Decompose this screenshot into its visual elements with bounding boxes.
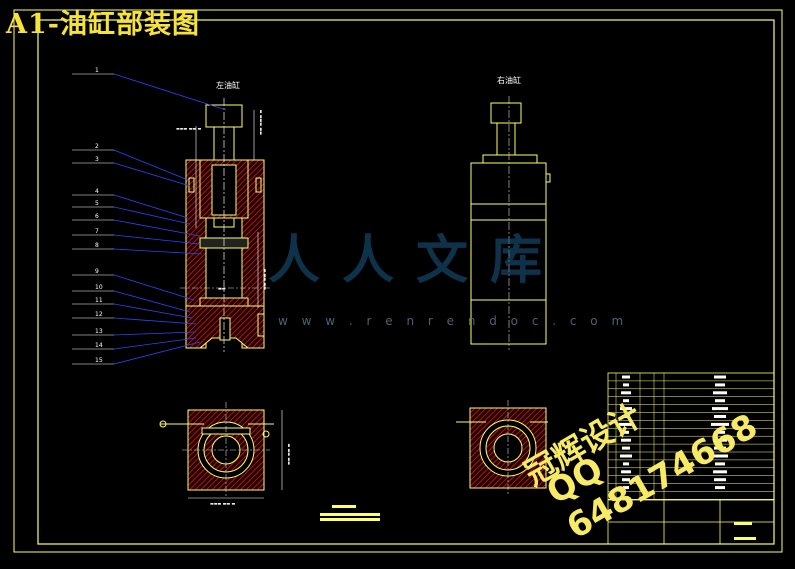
parts-list-cell-mark (713, 391, 727, 395)
parts-list-table (607, 372, 775, 500)
parts-list-cell-mark (713, 470, 727, 474)
leader-line (113, 162, 191, 187)
parts-list-cell-mark (714, 375, 726, 379)
balloon-number: 14 (95, 342, 103, 349)
balloon-number: 12 (95, 311, 103, 318)
balloon-number: 8 (95, 242, 99, 249)
balloon-number: 1 (95, 67, 99, 74)
leader-line (113, 149, 189, 181)
balloon-number: 9 (95, 268, 99, 275)
watermark-url: w w w . r e n r e n d o c . c o m (278, 314, 629, 328)
parts-list-cell-mark (623, 486, 629, 490)
parts-list-cell-mark (714, 415, 726, 418)
parts-list-cell-mark (622, 375, 630, 379)
parts-list-cell-mark (622, 478, 630, 482)
leader-line (113, 337, 197, 350)
sheet-frame (13, 9, 783, 553)
leader-line (113, 234, 201, 245)
leader-line (113, 331, 197, 336)
balloon-number: 13 (95, 328, 103, 335)
right-view-label: 右油缸 (497, 75, 521, 85)
parts-list-cell-mark (715, 430, 725, 434)
parts-list-cell-mark (715, 399, 725, 403)
balloon-number: 11 (95, 297, 103, 304)
leader-line (113, 317, 197, 325)
svg-text:▬▬ ▬▬ ▬: ▬▬ ▬▬ ▬ (262, 268, 267, 290)
parts-list-cell-mark (623, 383, 629, 387)
svg-text:▬▬▬ ▬▬ ▬: ▬▬▬ ▬▬ ▬ (176, 126, 201, 131)
parts-list-cell-mark (712, 454, 728, 458)
parts-list-cell-mark (620, 407, 632, 411)
parts-list-cell-mark (623, 399, 629, 403)
parts-list-cell-mark (714, 446, 726, 450)
balloon-number: 6 (95, 213, 99, 220)
svg-text:▬▬ ▬▬ ▬: ▬▬ ▬▬ ▬ (286, 443, 291, 465)
parts-list-cell-mark (715, 383, 725, 387)
parts-list-cell-mark (621, 391, 631, 395)
parts-list-cell-mark (622, 446, 630, 450)
svg-text:▬▬ ▬▬▬ ▬: ▬▬ ▬▬▬ ▬ (258, 110, 263, 135)
leader-line (113, 219, 201, 237)
parts-list-cell-mark (621, 438, 631, 442)
left-section-view: ▬▬▬ ▬▬ ▬ ▬▬ ▬▬▬ ▬ ▬▬ ▬▬ ▬ ▬▬ (176, 98, 270, 352)
parts-list-cell-mark (620, 454, 632, 458)
right-plan-view (456, 400, 548, 494)
parts-list-cell-mark (712, 407, 728, 411)
leader-line (113, 73, 227, 111)
left-plan-view: ▬▬▬ ▬▬ ▬ ▬▬ ▬▬ ▬ (159, 402, 291, 506)
balloon-number: 5 (95, 200, 99, 207)
left-view-label: 左油缸 (216, 80, 240, 90)
parts-list-cell-mark (623, 462, 629, 466)
svg-text:▬▬▬ ▬▬ ▬: ▬▬▬ ▬▬ ▬ (210, 501, 235, 506)
leader-line (113, 248, 203, 255)
parts-list-cell-mark (623, 430, 629, 434)
rod-head-outline (490, 102, 522, 124)
parts-list-cell-mark (713, 438, 727, 442)
title-block (607, 499, 775, 545)
balloon-number: 15 (95, 357, 103, 364)
balloon-number: 10 (95, 284, 103, 291)
parts-list-cell-mark (715, 462, 725, 466)
cylinder-outline (470, 162, 547, 345)
leader-line (113, 206, 191, 225)
parts-list-cell-mark (619, 422, 633, 426)
balloon-number: 4 (95, 188, 99, 195)
leader-line (113, 341, 201, 365)
parts-list-cell-mark (715, 486, 725, 490)
parts-list-cell-mark (622, 415, 630, 418)
parts-list-cell-mark (711, 422, 729, 426)
leader-line (113, 290, 191, 313)
balloon-number: 7 (95, 228, 99, 235)
right-outline-view (470, 96, 551, 350)
leader-line (113, 194, 189, 219)
parts-list-cell-mark (621, 470, 631, 474)
parts-list-cell-mark (714, 478, 726, 482)
balloon-number: 2 (95, 143, 99, 150)
notes-block (320, 505, 380, 521)
watermark-logo: 人人文库 (268, 231, 565, 291)
leader-line (113, 274, 195, 301)
balloon-number: 3 (95, 156, 99, 163)
sheet-title: A1-油缸部装图 (6, 9, 200, 40)
leader-line (113, 303, 193, 319)
svg-text:▬▬: ▬▬ (218, 286, 226, 291)
